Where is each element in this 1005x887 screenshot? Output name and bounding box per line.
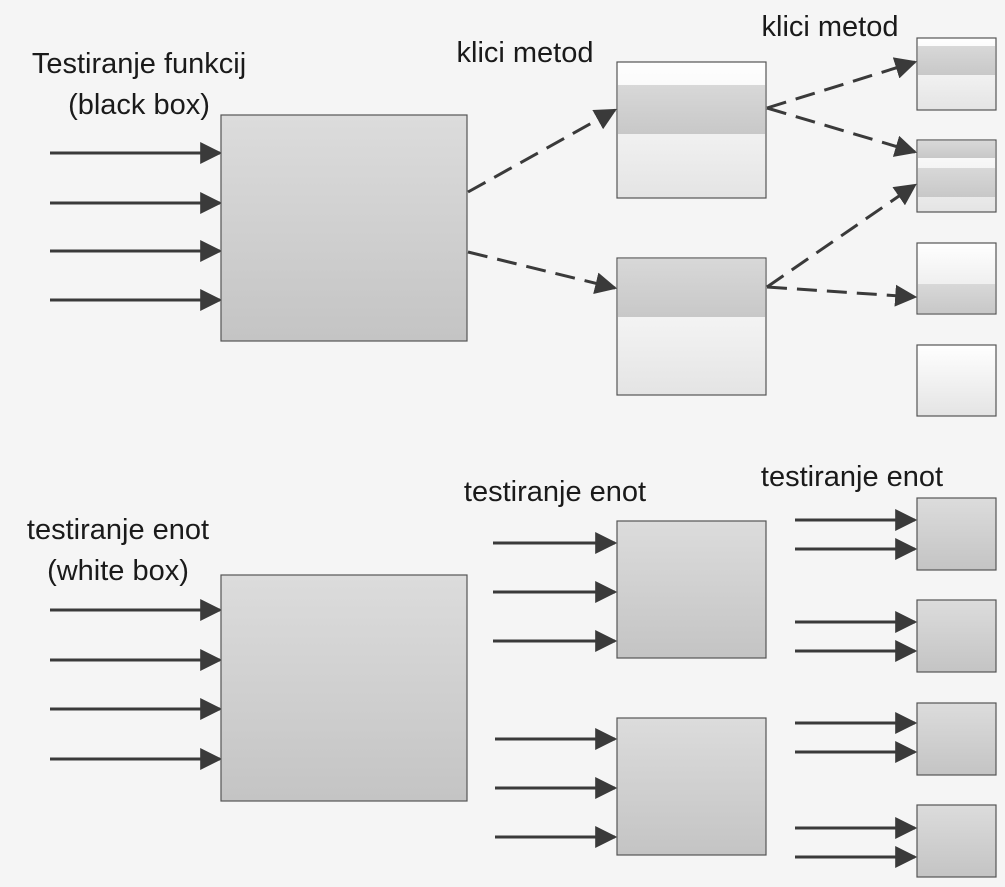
call-arrow [766, 57, 918, 110]
small-unit-box-2 [916, 599, 997, 673]
white-box-title: testiranje enot [26, 514, 210, 546]
method-highlight [918, 284, 995, 313]
small-unit-box-1 [916, 497, 997, 571]
call-arrow [766, 106, 918, 157]
white-box-input-arrows [50, 599, 223, 770]
method-highlight [618, 85, 765, 134]
method-highlight [918, 141, 995, 158]
method-highlight [918, 168, 995, 197]
small-method-box-2 [916, 139, 997, 213]
black-box-section [50, 37, 997, 417]
small-method-box-1 [916, 37, 997, 111]
white-box-subtitle: (white box) [47, 555, 189, 587]
small-unit-inputs [795, 509, 918, 868]
call-arrow [467, 250, 618, 294]
black-box-subtitle: (black box) [68, 89, 210, 121]
unit-testing-label-1: testiranje enot [463, 476, 647, 508]
method-highlight [618, 259, 765, 317]
unit-box-2 [616, 717, 767, 856]
white-box [220, 574, 468, 802]
black-box-title: Testiranje funkcij [31, 48, 247, 80]
unit-inputs-2 [495, 728, 618, 848]
black-box-input-arrows [50, 142, 223, 311]
method-highlight [918, 46, 995, 75]
small-method-box-3 [916, 242, 997, 315]
small-method-box-4 [916, 344, 997, 417]
small-unit-box-4 [916, 804, 997, 878]
method-box-1 [616, 61, 767, 199]
small-unit-box-3 [916, 702, 997, 776]
call-arrow [766, 183, 917, 289]
black-box [220, 114, 468, 342]
method-call-arrows [467, 57, 918, 307]
method-calls-label-2: klici metod [761, 11, 899, 43]
method-calls-label-1: klici metod [456, 37, 594, 69]
unit-box-1 [616, 520, 767, 659]
call-arrow [467, 108, 617, 194]
white-box-section [50, 497, 997, 878]
unit-inputs-1 [493, 532, 618, 652]
method-box-2 [616, 257, 767, 396]
call-arrow [766, 284, 918, 307]
unit-testing-label-2: testiranje enot [760, 461, 944, 493]
